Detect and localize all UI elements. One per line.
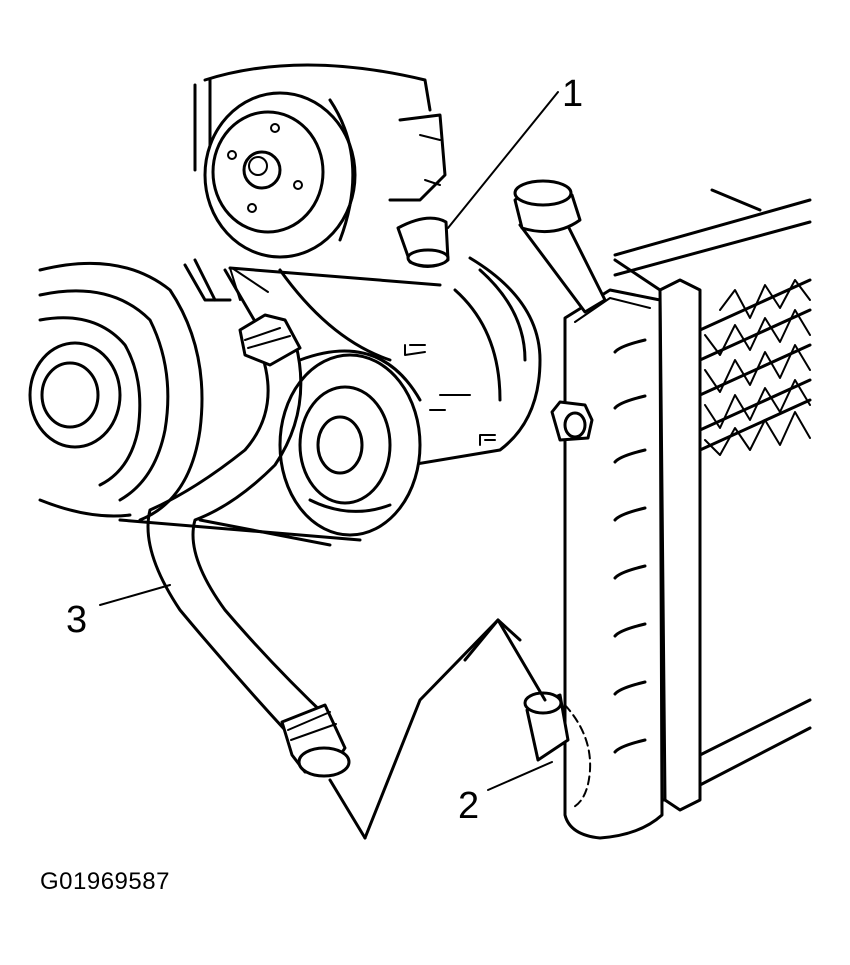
- engine-housing: [118, 256, 542, 547]
- radiator-core-fins: [698, 278, 812, 456]
- figure-id: G01969587: [40, 868, 170, 895]
- callout-1-label: 1: [562, 73, 583, 115]
- callout-3-label: 3: [66, 599, 87, 641]
- callout-3: 3: [66, 584, 171, 641]
- water-pump-pulley: [193, 63, 450, 268]
- tank-ribs: [613, 338, 647, 754]
- callout-2: 2: [458, 761, 553, 827]
- callout-1: 1: [447, 73, 583, 229]
- coolant-hose: [146, 313, 351, 778]
- connection-lines: [229, 267, 547, 840]
- compressor-pulley: [28, 261, 204, 522]
- radiator: [513, 179, 812, 840]
- callout-2-label: 2: [458, 785, 479, 827]
